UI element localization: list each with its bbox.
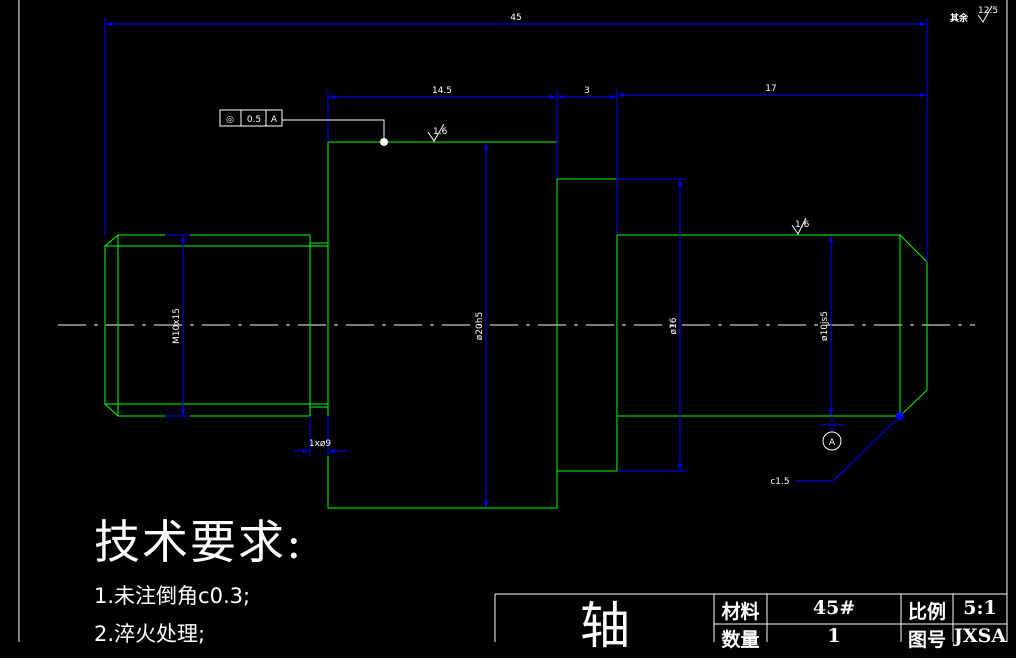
datum-label: A [829,438,836,448]
part-name: 轴 [580,597,630,655]
dim-seg-length-3: 17 [765,84,776,94]
roughness-general-label: 其余 [950,12,969,24]
roughness-mid-value: 1.6 [433,127,448,137]
tech-requirement-2: 2.淬火处理; [94,622,206,646]
quantity-value: 1 [827,625,841,647]
roughness-symbols [427,5,993,235]
dim-thread: M10x15 [172,308,182,344]
dimension-lines [104,18,928,508]
material-value: 45# [812,597,856,619]
drawing-number-value: JXSA [953,625,1007,647]
drawing-number-label: 图号 [907,629,946,651]
dim-dia-mid: ø20h5 [475,312,485,340]
scale-value: 5:1 [963,597,997,619]
title-block-grid [494,593,1007,642]
dim-dia-right: ø10js5 [820,311,830,341]
dim-chamfer: c1.5 [770,477,789,487]
dim-dia-shoulder: ø16 [669,317,679,334]
tolerance-leader-dot [380,138,388,146]
scale-label: 比例 [907,601,946,623]
roughness-right-value: 1.6 [795,220,810,230]
tech-requirements-title: 技术要求: [94,515,304,569]
tolerance-value: 0.5 [247,115,261,125]
shaft-outline [104,141,928,509]
dim-overall-length: 45 [510,13,521,23]
tolerance-leader [219,109,385,142]
drawing-frame [18,0,1008,642]
dim-seg-length-1: 14.5 [432,86,452,96]
roughness-general-value: 12.5 [978,6,998,16]
quantity-label: 数量 [721,629,760,651]
shaft-drawing: 45 14.5 3 17 1xø9 c1.5 A M10x15 ø20h5 ø1… [18,0,1008,642]
dim-seg-length-2: 3 [584,86,590,96]
tech-requirement-1: 1.未注倒角c0.3; [94,584,251,608]
material-label: 材料 [721,601,760,623]
chamfer-leader-dot [896,412,904,420]
tolerance-datum: A [271,115,278,125]
tolerance-symbol: ◎ [226,115,234,125]
dim-groove: 1xø9 [309,439,332,449]
